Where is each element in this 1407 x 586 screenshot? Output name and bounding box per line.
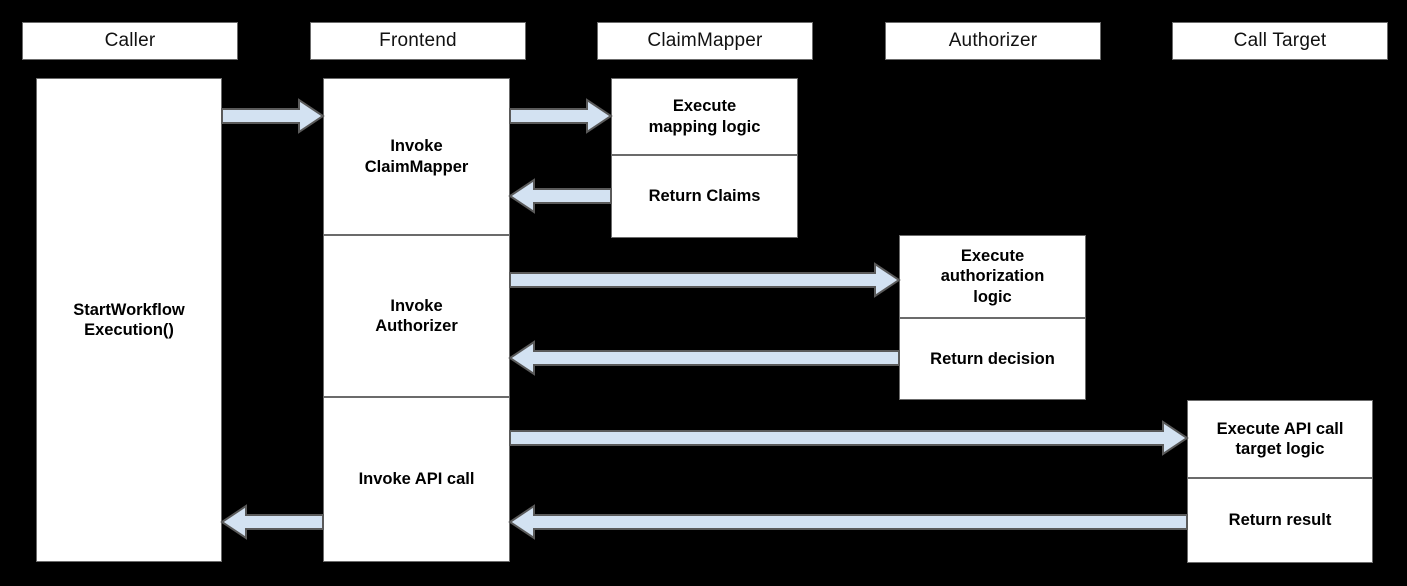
activation-frontend-apicall: Invoke API call [323, 397, 510, 562]
msg-frontend-to-claimmapper [509, 98, 613, 134]
activation-cm-return: Return Claims [611, 155, 798, 238]
lifeline-header-caller: Caller [22, 22, 238, 60]
msg-calltarget-to-frontend [508, 504, 1188, 540]
arrow-shape [509, 98, 613, 134]
arrow-shape [509, 262, 901, 298]
lifeline-header-frontend: Frontend [310, 22, 526, 60]
msg-caller-to-frontend [221, 98, 325, 134]
lifeline-header-claimmapper: ClaimMapper [597, 22, 813, 60]
arrow-shape [221, 98, 325, 134]
msg-authorizer-to-frontend [508, 340, 900, 376]
activation-ct-return: Return result [1187, 478, 1373, 563]
arrow-shape [220, 504, 324, 540]
msg-frontend-to-authorizer [509, 262, 901, 298]
arrow-shape [508, 504, 1188, 540]
lifeline-header-authorizer: Authorizer [885, 22, 1101, 60]
activation-az-return: Return decision [899, 318, 1086, 400]
msg-frontend-to-calltarget [509, 420, 1189, 456]
arrow-shape [509, 420, 1189, 456]
arrow-shape [508, 178, 612, 214]
msg-frontend-to-caller [220, 504, 324, 540]
arrow-shape [508, 340, 900, 376]
msg-claimmapper-to-frontend [508, 178, 612, 214]
lifeline-header-calltarget: Call Target [1172, 22, 1388, 60]
